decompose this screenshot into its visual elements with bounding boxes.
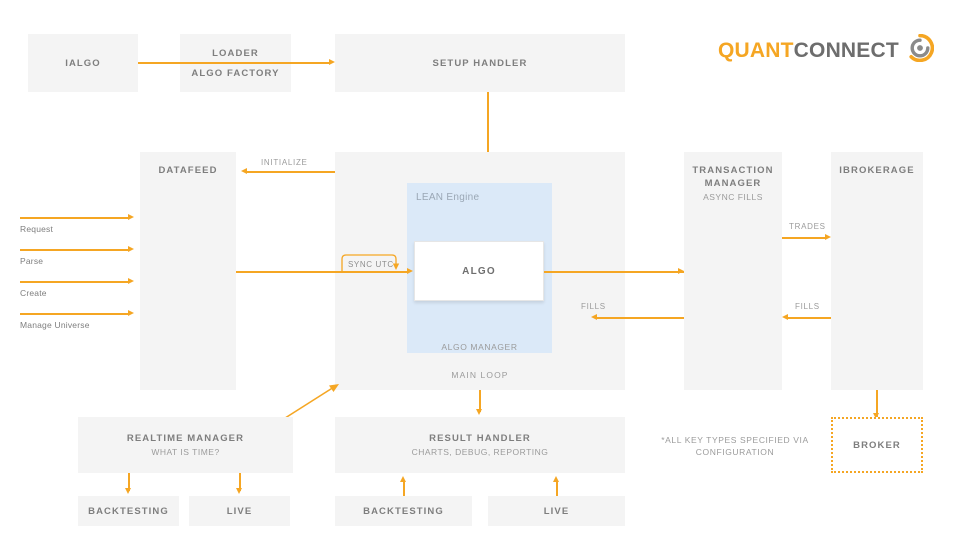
edge-datafeed-to-algo-arrowhead [407,268,413,274]
edge-backtesting-to-result-line [403,481,405,496]
setup-handler-title: SETUP HANDLER [432,57,528,69]
quantconnect-swirl-icon [906,33,935,67]
edge-initialize-line [247,171,335,173]
datafeed-title: DATAFEED [158,165,218,176]
node-result-backtesting[interactable]: BACKTESTING [335,496,472,526]
ialgo-title: IALGO [65,57,101,69]
transaction-manager-title: TRANSACTION MANAGER [692,165,774,189]
edge-sync-utc-label: SYNC UTC [348,260,394,269]
edge-live-to-result-line [556,481,558,496]
broker-title: BROKER [853,439,901,451]
node-realtime-manager[interactable]: REALTIME MANAGER WHAT IS TIME? [78,417,293,473]
edge-parse-arrowhead [128,246,134,252]
realtime-manager-title: REALTIME MANAGER [126,433,245,444]
logo-wordmark: QUANTCONNECT [718,39,899,63]
edge-fills-transaction-arrowhead [591,314,597,320]
edge-backtesting-to-result-arrowhead [400,476,406,482]
edge-fills-brokerage-arrowhead [782,314,788,320]
quantconnect-logo: QUANTCONNECT [718,33,935,67]
edge-parse-line [20,249,130,251]
side-label-request: Request [20,224,54,234]
edge-manage-universe-line [20,313,130,315]
edge-ibrokerage-to-broker-arrowhead [873,413,879,419]
edge-mainloop-to-result-line [479,390,481,412]
result-handler-subtitle: CHARTS, DEBUG, REPORTING [411,447,549,457]
realtime-backtesting-title: BACKTESTING [88,505,169,517]
edge-realtime-to-live-arrowhead [236,488,242,494]
edge-initialize-arrowhead [241,168,247,174]
loader-title: LOADER [212,47,259,59]
edge-manage-universe-arrowhead [128,310,134,316]
lean-engine-label: LEAN Engine [416,192,480,203]
side-label-create: Create [20,288,47,298]
edge-live-to-result-arrowhead [553,476,559,482]
node-transaction-manager[interactable]: TRANSACTION MANAGER ASYNC FILLS [684,152,782,390]
node-ibrokerage[interactable]: IBROKERAGE [831,152,923,390]
node-setup-handler[interactable]: SETUP HANDLER [335,34,625,92]
footnote-line-2: CONFIGURATION [695,447,775,457]
edge-mainloop-to-result-arrowhead [476,409,482,415]
algo-manager-label: ALGO MANAGER [441,342,518,352]
edge-create-line [20,281,130,283]
edge-ialgo-to-setup-arrowhead [329,59,335,65]
edge-algo-to-transaction-line [544,271,684,273]
realtime-manager-subtitle: WHAT IS TIME? [151,447,220,457]
edge-initialize-label: INITIALIZE [261,158,308,167]
transaction-manager-subtitle: ASYNC FILLS [703,192,763,202]
edge-trades-line [782,237,825,239]
edge-trades-label: TRADES [789,222,826,231]
footnote-line-1: *ALL KEY TYPES SPECIFIED VIA [661,435,809,445]
edge-request-line [20,217,130,219]
algo-factory-title: ALGO FACTORY [191,67,280,79]
result-backtesting-title: BACKTESTING [363,505,444,517]
edge-trades-arrowhead [825,234,831,240]
logo-word-connect: CONNECT [793,38,899,62]
edge-fills-transaction-line [597,317,684,319]
algo-title: ALGO [462,265,496,277]
edge-datafeed-to-algo-line [236,271,408,273]
side-label-parse: Parse [20,256,44,266]
edge-realtime-to-live-line [239,473,241,491]
node-result-handler[interactable]: RESULT HANDLER CHARTS, DEBUG, REPORTING [335,417,625,473]
node-ialgo[interactable]: IALGO [28,34,138,92]
edge-create-arrowhead [128,278,134,284]
ibrokerage-title: IBROKERAGE [839,165,915,176]
edge-sync-utc [340,253,402,278]
node-realtime-live[interactable]: LIVE [189,496,290,526]
edge-realtime-to-backtesting-arrowhead [125,488,131,494]
node-realtime-backtesting[interactable]: BACKTESTING [78,496,179,526]
realtime-live-title: LIVE [226,505,253,517]
main-loop-caption: MAIN LOOP [451,370,509,380]
node-datafeed[interactable]: DATAFEED [140,152,236,390]
result-handler-title: RESULT HANDLER [429,433,531,444]
logo-word-quant: QUANT [718,38,794,62]
result-live-title: LIVE [543,505,570,517]
edge-ialgo-to-setup-line [138,62,330,64]
edge-fills-brokerage-line [788,317,831,319]
edge-fills-transaction-label: FILLS [581,302,606,311]
edge-algo-to-transaction-arrowhead [678,268,684,274]
edge-request-arrowhead [128,214,134,220]
edge-realtime-to-backtesting-line [128,473,130,491]
node-algo[interactable]: ALGO [414,241,544,301]
edge-realtime-to-mainloop [280,380,342,427]
node-broker[interactable]: BROKER [831,417,923,473]
edge-fills-brokerage-label: FILLS [795,302,820,311]
node-result-live[interactable]: LIVE [488,496,625,526]
side-label-manage-universe: Manage Universe [20,320,90,330]
edge-ibrokerage-to-broker-line [876,390,878,417]
